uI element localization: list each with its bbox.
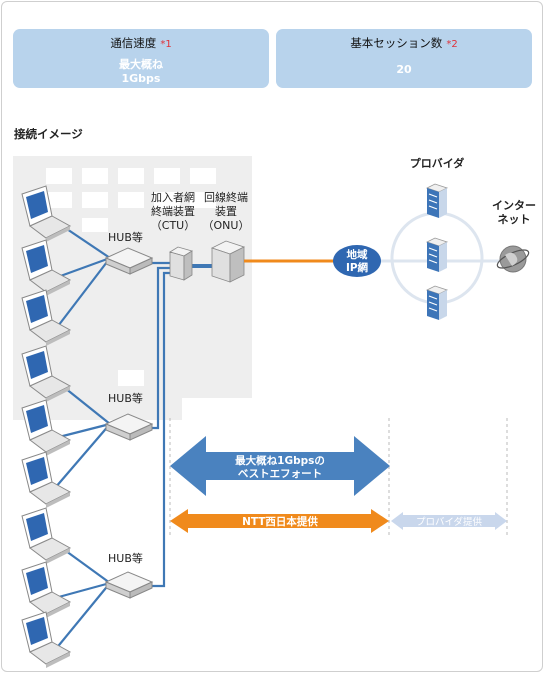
provider-provided-label: プロバイダ提供	[416, 516, 483, 528]
speed-panel: 通信速度*1 最大概ね 1Gbps	[13, 29, 269, 88]
provider-provided-arrow	[391, 512, 507, 530]
boundary-lines	[169, 418, 508, 535]
server-icon	[426, 285, 448, 321]
sessions-note: *2	[446, 39, 458, 50]
ip-network-label: 地域	[347, 248, 368, 261]
ctu-label: 加入者網 終端装置 （CTU）	[151, 190, 195, 232]
hub-label: HUB等	[108, 551, 143, 565]
pc-icon	[21, 561, 71, 619]
best-effort-label: ベストエフォート	[238, 468, 322, 480]
best-effort-label: 最大概ね1Gbpsの	[235, 454, 325, 467]
ntt-provided-arrow	[170, 509, 389, 533]
sessions-panel: 基本セッション数*2 20	[276, 29, 532, 88]
section-title: 接続イメージ	[14, 127, 83, 141]
server-icon	[426, 183, 448, 219]
onu-label-line: （ONU）	[203, 219, 250, 232]
speed-value-line2: 1Gbps	[121, 72, 161, 85]
internet-label: ネット	[498, 213, 531, 226]
pc-icon	[21, 507, 71, 565]
hub-label: HUB等	[108, 391, 143, 405]
onu-label-line: 装置	[215, 205, 237, 218]
ntt-provided-label: NTT西日本提供	[242, 515, 318, 528]
speed-label: 通信速度	[110, 36, 157, 50]
internet-label: インター	[492, 199, 536, 212]
internet-globe-icon	[496, 245, 530, 273]
sessions-value: 20	[396, 63, 412, 76]
ip-network-node	[333, 245, 381, 277]
provider-label: プロバイダ	[410, 156, 465, 170]
ctu-label-line: 加入者網	[151, 190, 195, 204]
hub-label: HUB等	[108, 230, 143, 244]
ctu-label-line: 終端装置	[151, 204, 195, 218]
speed-value-line1: 最大概ね	[119, 58, 163, 71]
speed-note: *1	[160, 39, 172, 50]
onu-label-line: 回線終端	[204, 190, 248, 204]
ctu-device	[169, 246, 193, 281]
ip-network-label: IP網	[346, 261, 369, 274]
ctu-label-line: （CTU）	[151, 219, 195, 232]
building-backdrop	[13, 156, 252, 420]
onu-device	[210, 240, 246, 283]
sessions-label: 基本セッション数	[350, 36, 443, 50]
server-icon	[426, 237, 448, 273]
best-effort-arrow	[170, 436, 390, 496]
building-windows	[46, 168, 216, 386]
onu-label: 回線終端 装置 （ONU）	[203, 190, 250, 232]
hub-icon	[105, 571, 153, 599]
